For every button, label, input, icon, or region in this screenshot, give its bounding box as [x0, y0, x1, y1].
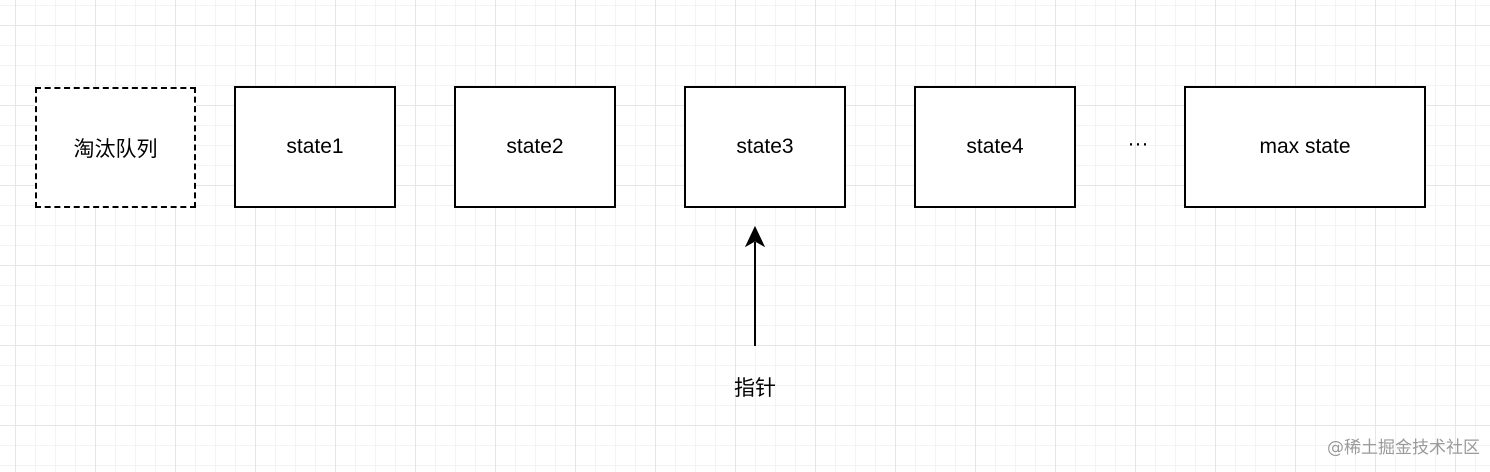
pointer-arrow [744, 225, 766, 346]
eviction-queue-label: 淘汰队列 [73, 137, 158, 161]
eviction-queue-box: 淘汰队列 [35, 87, 196, 208]
max-state-label: max state [1259, 135, 1351, 158]
state3-label: state3 [736, 135, 794, 158]
state2-label: state2 [506, 135, 564, 158]
max-state-box: max state [1184, 86, 1426, 208]
ellipsis: ··· [1127, 132, 1149, 155]
state1-label: state1 [286, 135, 344, 158]
state2-box: state2 [454, 86, 616, 208]
pointer-label: 指针 [734, 376, 776, 400]
state4-box: state4 [914, 86, 1076, 208]
watermark: @稀土掘金技术社区 [1327, 438, 1480, 458]
pointer-arrow-head [744, 225, 766, 248]
state3-box: state3 [684, 86, 846, 208]
state1-box: state1 [234, 86, 396, 208]
state4-label: state4 [966, 135, 1024, 158]
